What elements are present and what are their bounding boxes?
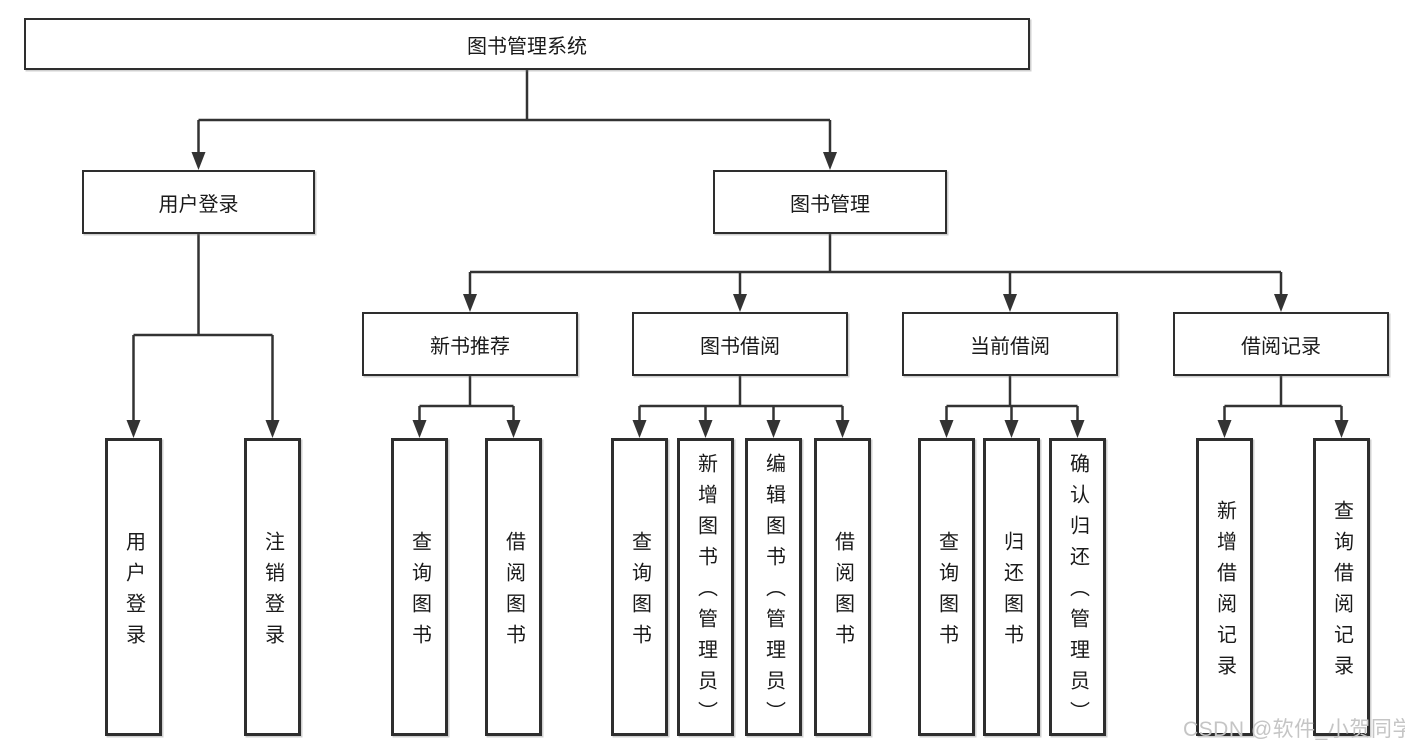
leaf-return-books-label: 归还图书: [1000, 530, 1023, 655]
node-user-login: 用户登录: [82, 170, 315, 234]
leaf-confirm-return-admin-label: 确认归还（管理员）: [1066, 453, 1089, 732]
node-current-borrow: 当前借阅: [902, 312, 1118, 376]
leaf-recommend-query-books-label: 查询图书: [408, 530, 431, 655]
node-user-login-label: 用户登录: [158, 193, 239, 216]
node-book-management: 图书管理: [713, 170, 947, 234]
leaf-confirm-return-admin: 确认归还（管理员）: [1049, 438, 1106, 736]
leaf-logout-label: 注销登录: [261, 530, 284, 655]
leaf-recommend-query-books: 查询图书: [391, 438, 448, 736]
leaf-add-books-admin-label: 新增图书（管理员）: [694, 453, 717, 732]
leaf-borrow-query-books-label: 查询图书: [628, 530, 651, 655]
node-new-book-recommend-label: 新书推荐: [430, 335, 510, 358]
leaf-current-query-books-label: 查询图书: [935, 530, 958, 655]
leaf-recommend-borrow-books-label: 借阅图书: [502, 530, 525, 655]
leaf-return-books: 归还图书: [983, 438, 1040, 736]
leaf-user-login: 用户登录: [105, 438, 162, 736]
node-borrow-records-label: 借阅记录: [1241, 335, 1321, 358]
root-node-library-management-system: 图书管理系统: [24, 18, 1030, 70]
node-borrow-records: 借阅记录: [1173, 312, 1389, 376]
node-new-book-recommend: 新书推荐: [362, 312, 578, 376]
leaf-query-borrow-record: 查询借阅记录: [1313, 438, 1370, 736]
leaf-add-borrow-record-label: 新增借阅记录: [1213, 499, 1236, 686]
node-current-borrow-label: 当前借阅: [970, 335, 1050, 358]
node-book-borrow: 图书借阅: [632, 312, 848, 376]
leaf-borrow-books: 借阅图书: [814, 438, 871, 736]
leaf-recommend-borrow-books: 借阅图书: [485, 438, 542, 736]
leaf-user-login-label: 用户登录: [122, 530, 145, 655]
root-node-label: 图书管理系统: [467, 35, 587, 58]
leaf-borrow-query-books: 查询图书: [611, 438, 668, 736]
leaf-current-query-books: 查询图书: [918, 438, 975, 736]
leaf-logout: 注销登录: [244, 438, 301, 736]
leaf-query-borrow-record-label: 查询借阅记录: [1330, 499, 1353, 686]
leaf-edit-books-admin-label: 编辑图书（管理员）: [762, 453, 785, 732]
leaf-edit-books-admin: 编辑图书（管理员）: [745, 438, 802, 736]
node-book-borrow-label: 图书借阅: [700, 335, 780, 358]
leaf-add-books-admin: 新增图书（管理员）: [677, 438, 734, 736]
csdn-watermark: CSDN @软件_小贺同学: [1183, 718, 1405, 741]
leaf-add-borrow-record: 新增借阅记录: [1196, 438, 1253, 736]
node-book-management-label: 图书管理: [790, 193, 870, 216]
leaf-borrow-books-label: 借阅图书: [831, 530, 854, 655]
